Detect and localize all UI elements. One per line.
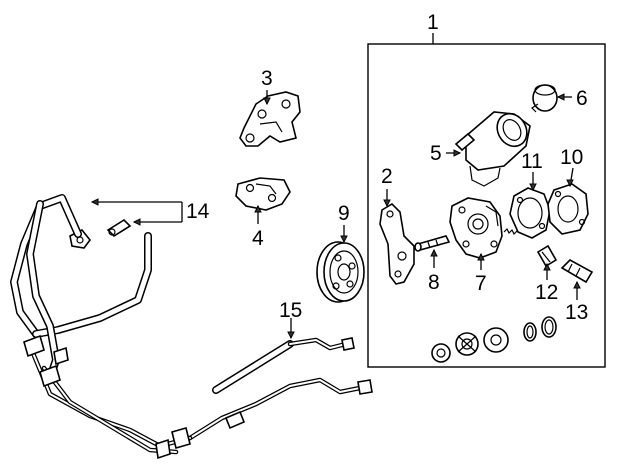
- callout-13: 13: [565, 301, 589, 324]
- pump-body: [449, 197, 503, 259]
- callout-2: 2: [381, 165, 393, 188]
- reservoir: [454, 111, 531, 187]
- gasket: [509, 187, 551, 239]
- callout-7: 7: [475, 272, 487, 295]
- callout-11: 11: [521, 150, 543, 173]
- pump-assembly-box: [367, 43, 606, 368]
- pulley: [316, 241, 365, 303]
- spring: [503, 227, 518, 236]
- callout-4: 4: [252, 227, 264, 250]
- callout-10: 10: [560, 146, 584, 169]
- reservoir-cap: [531, 84, 558, 113]
- leader-arrowheads: [90, 93, 581, 340]
- valve: [536, 244, 558, 268]
- pump-internals: [431, 316, 557, 363]
- lower-bracket: [235, 177, 291, 211]
- callout-9: 9: [338, 202, 350, 225]
- callout-3: 3: [261, 67, 273, 90]
- callout-14: 14: [186, 200, 210, 223]
- cover-plate: [547, 183, 589, 235]
- shaft: [414, 235, 451, 252]
- pump-mount-bracket: [379, 202, 415, 285]
- fitting: [560, 259, 594, 284]
- callout-5: 5: [430, 142, 442, 165]
- return-fitting: [106, 218, 132, 238]
- callout-6: 6: [576, 87, 588, 110]
- callout-12: 12: [535, 281, 559, 304]
- upper-bracket: [239, 91, 301, 147]
- callout-15: 15: [279, 299, 303, 322]
- callout-1: 1: [427, 11, 439, 34]
- pressure-hose: [187, 337, 373, 441]
- callout-8: 8: [428, 271, 440, 294]
- return-hose-network: [10, 194, 193, 460]
